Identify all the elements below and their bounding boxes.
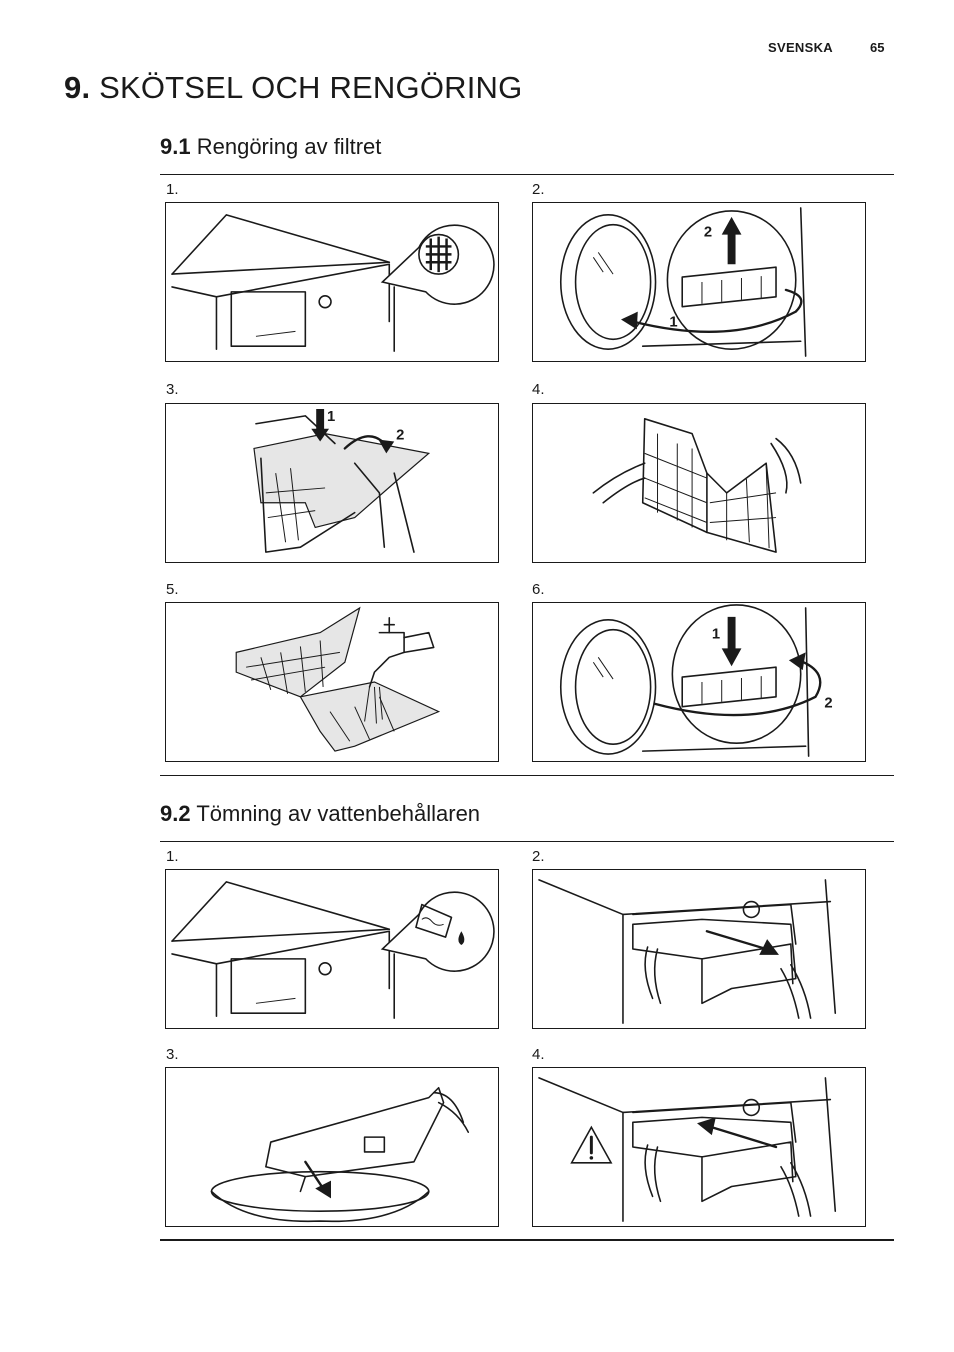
section-rule-bottom xyxy=(160,1239,894,1241)
figure-water-step-3 xyxy=(165,1067,499,1227)
step-number: 4. xyxy=(532,1046,545,1063)
chapter-number: 9. xyxy=(64,70,91,105)
section-title-text: Tömning av vattenbehållaren xyxy=(196,801,481,826)
section-rule-top xyxy=(160,841,894,842)
callout-number: 2 xyxy=(396,428,404,444)
remove-container-illustration xyxy=(538,879,837,1024)
dryer-top-illustration xyxy=(171,214,495,352)
figure-filter-step-5 xyxy=(165,602,499,762)
filter-grid-icon xyxy=(380,224,495,305)
section-title-text: Rengöring av filtret xyxy=(196,134,382,159)
callout-number: 1 xyxy=(327,409,335,425)
step-number: 2. xyxy=(532,848,545,865)
callout-number: 2 xyxy=(824,696,832,712)
section-9-2-title: 9.2 Tömning av vattenbehållaren xyxy=(160,801,480,827)
door-open-illustration: 2 1 xyxy=(559,207,807,357)
filter-unfolded-illustration xyxy=(592,418,802,553)
callout-number: 2 xyxy=(704,225,712,241)
step-number: 3. xyxy=(166,381,179,398)
chapter-title: 9. SKÖTSEL OCH RENGÖRING xyxy=(64,70,522,106)
step-number: 5. xyxy=(166,581,179,598)
figure-water-step-2 xyxy=(532,869,866,1029)
section-rule-top xyxy=(160,174,894,175)
filter-open-illustration: 1 2 xyxy=(253,409,431,553)
step-number: 1. xyxy=(166,181,179,198)
step-number: 1. xyxy=(166,848,179,865)
chapter-title-text: SKÖTSEL OCH RENGÖRING xyxy=(99,70,523,105)
callout-number: 1 xyxy=(712,627,720,643)
section-rule-bottom xyxy=(160,775,894,776)
water-container-icon xyxy=(380,891,495,972)
step-number: 3. xyxy=(166,1046,179,1063)
empty-container-illustration xyxy=(210,1086,470,1223)
step-number: 6. xyxy=(532,581,545,598)
figure-water-step-4 xyxy=(532,1067,866,1227)
dryer-top-illustration xyxy=(171,881,495,1019)
step-number: 4. xyxy=(532,381,545,398)
figure-filter-step-1 xyxy=(165,202,499,362)
figure-filter-step-6: 1 2 xyxy=(532,602,866,762)
insert-container-illustration xyxy=(538,1077,837,1222)
warning-triangle-icon xyxy=(570,1125,613,1164)
callout-number: 1 xyxy=(669,314,677,330)
step-number: 2. xyxy=(532,181,545,198)
door-close-illustration: 1 2 xyxy=(559,604,833,757)
section-number: 9.2 xyxy=(160,801,191,826)
header-language: SVENSKA xyxy=(768,40,833,55)
figure-filter-step-2: 2 1 xyxy=(532,202,866,362)
figure-water-step-1 xyxy=(165,869,499,1029)
page-number: 65 xyxy=(870,40,885,55)
figure-filter-step-4 xyxy=(532,403,866,563)
section-9-1-title: 9.1 Rengöring av filtret xyxy=(160,134,381,160)
rinse-filter-illustration xyxy=(235,606,441,752)
section-number: 9.1 xyxy=(160,134,191,159)
figure-filter-step-3: 1 2 xyxy=(165,403,499,563)
